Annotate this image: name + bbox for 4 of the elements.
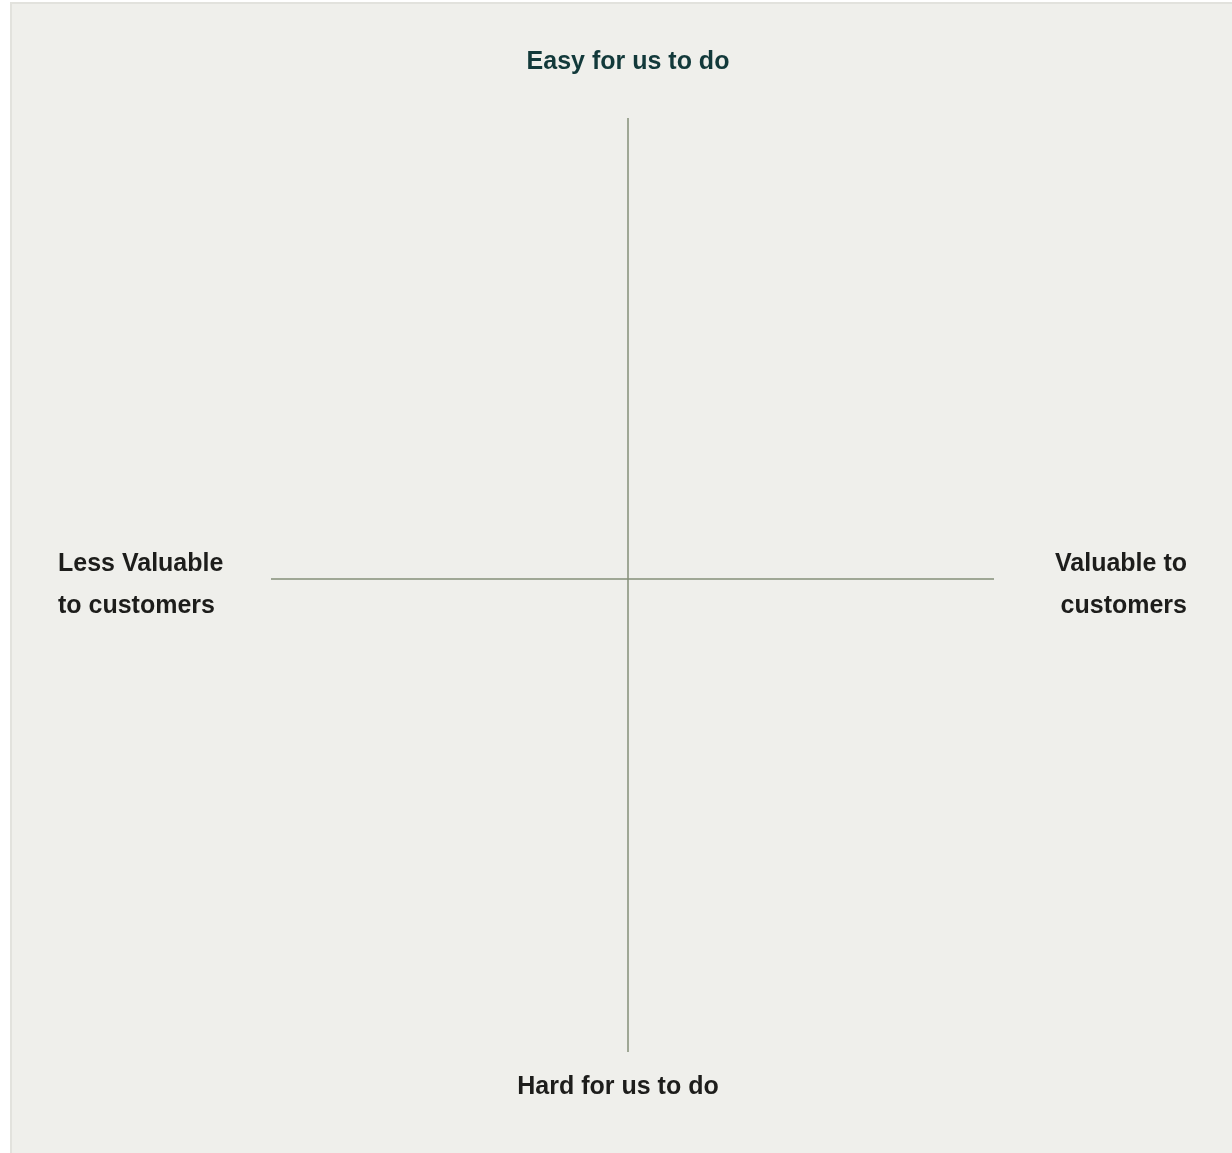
axis-label: Valuable to customers [1054,547,1187,620]
axis-label: Hard for us to do [516,1070,720,1101]
axis-label: Easy for us to do [525,45,731,76]
axis-label: Less Valuable to customers [58,547,225,620]
